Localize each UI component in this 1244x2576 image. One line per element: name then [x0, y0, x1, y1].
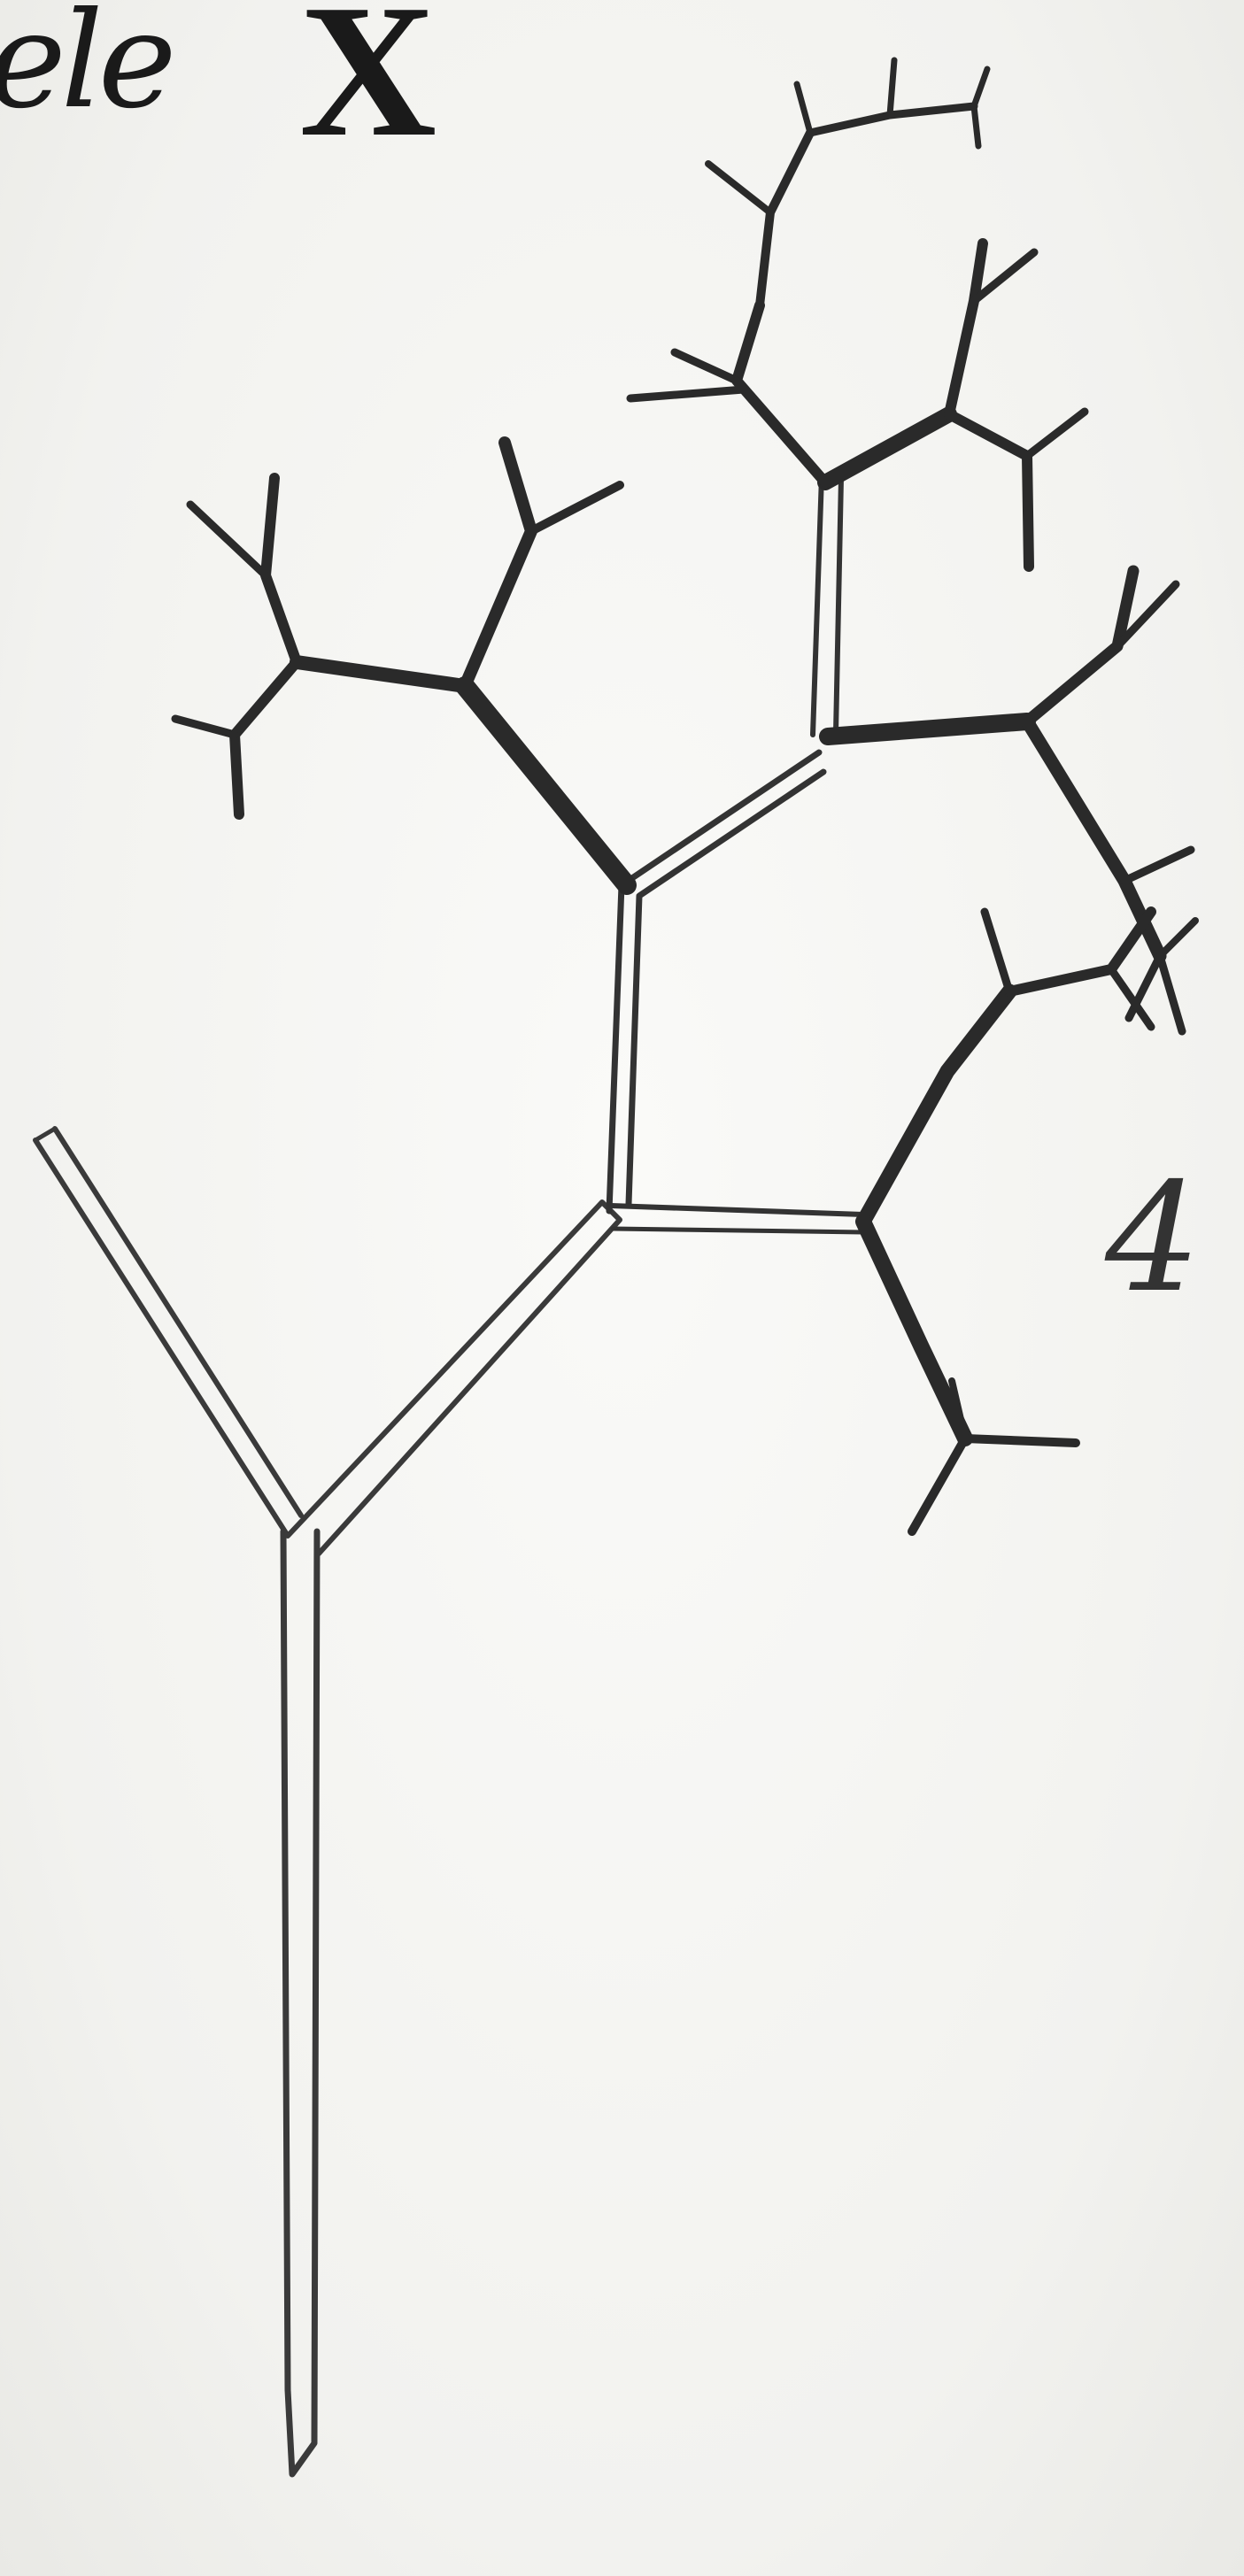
main-stem — [33, 1126, 622, 2478]
caption-fragment: ele — [0, 0, 177, 138]
figure-number: 4 — [1105, 1151, 1202, 1326]
solid-branches — [171, 57, 1199, 1536]
plate-label: X — [299, 0, 437, 176]
upper-hollow-branches — [606, 474, 866, 1235]
